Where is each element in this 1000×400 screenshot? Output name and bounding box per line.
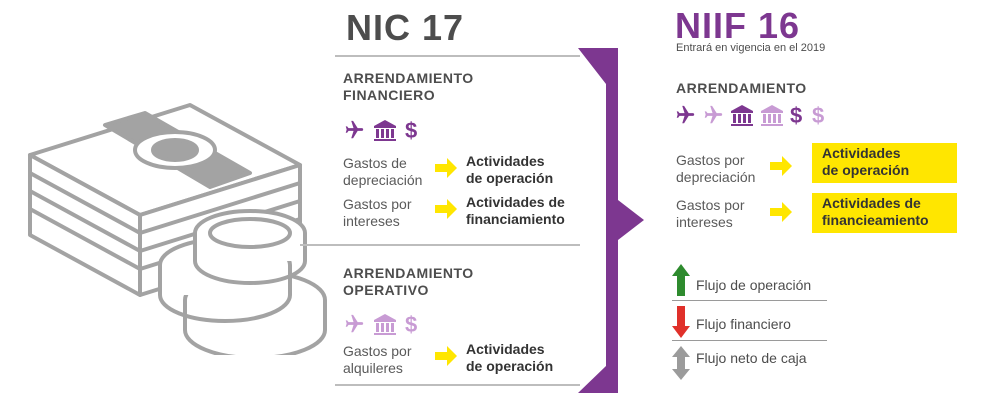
- niif-arrendamiento-title: ARRENDAMIENTO: [676, 80, 807, 96]
- financiero-icons: $: [343, 118, 421, 142]
- dollar-icon: $: [405, 312, 417, 336]
- label-line1: Gastos por: [676, 197, 745, 213]
- green-up-arrow-icon: [672, 264, 690, 296]
- financiero-row2-result: Actividades de financiamiento: [466, 194, 565, 228]
- legend-neto-label: Flujo neto de caja: [696, 350, 807, 366]
- middle-divider: [300, 244, 580, 246]
- legend-divider: [672, 300, 827, 301]
- svg-text:$: $: [405, 118, 417, 142]
- airplane-icon: [704, 105, 723, 124]
- airplane-icon: [345, 120, 364, 139]
- label-line2: intereses: [343, 213, 400, 229]
- legend-financiero-label: Flujo financiero: [696, 316, 791, 332]
- financiero-title-line2: FINANCIERO: [343, 87, 436, 103]
- dollar-icon: $: [405, 118, 417, 142]
- result-line1: Actividades de: [466, 194, 565, 210]
- svg-text:$: $: [812, 103, 824, 127]
- dollar-icon: $: [812, 103, 824, 127]
- result-line2: financiamiento: [466, 211, 565, 227]
- top-divider: [335, 55, 580, 57]
- arrow-right-icon: [770, 156, 792, 176]
- financiero-row1-label: Gastos de depreciación: [343, 155, 422, 189]
- legend-divider: [672, 340, 827, 341]
- building-icon: [761, 105, 783, 126]
- label-line2: depreciación: [676, 169, 756, 185]
- result-line2: de operación: [466, 170, 554, 186]
- arrow-right-icon: [770, 202, 792, 222]
- result-line1: Actividades: [466, 153, 545, 169]
- financiero-row1-result: Actividades de operación: [466, 153, 553, 187]
- result-line1: Actividades: [822, 145, 901, 161]
- operativo-icons: $: [343, 312, 421, 336]
- bottom-divider: [335, 384, 580, 386]
- label-line1: Gastos por: [676, 152, 745, 168]
- operativo-row1-result: Actividades de operación: [466, 341, 553, 375]
- svg-text:$: $: [790, 103, 802, 127]
- label-line2: intereses: [676, 214, 733, 230]
- label-line2: depreciación: [343, 172, 423, 188]
- result-line2: financieamiento: [822, 212, 929, 228]
- airplane-icon: [676, 105, 695, 124]
- legend-operacion-label: Flujo de operación: [696, 277, 812, 293]
- operativo-title-line2: OPERATIVO: [343, 282, 429, 298]
- financiero-title-line1: ARRENDAMIENTO: [343, 70, 474, 86]
- label-line1: Gastos de: [343, 155, 407, 171]
- arrow-right-icon: [435, 346, 457, 366]
- result-line1: Actividades de: [822, 195, 921, 211]
- operativo-title: ARRENDAMIENTO OPERATIVO: [343, 265, 474, 299]
- niif-subtitle: Entrará en vigencia en el 2019: [676, 42, 826, 54]
- label-line1: Gastos por: [343, 343, 412, 359]
- building-icon: [374, 314, 396, 335]
- red-down-arrow-icon: [672, 306, 690, 338]
- building-icon: [731, 105, 753, 126]
- niif-row1-result: Actividades de operación: [812, 143, 957, 183]
- gray-double-arrow-icon: [672, 346, 690, 380]
- money-stack-illustration: [28, 103, 327, 355]
- operativo-row1-label: Gastos por alquileres: [343, 343, 411, 377]
- operativo-title-line1: ARRENDAMIENTO: [343, 265, 474, 281]
- niif-row2-result: Actividades de financieamiento: [812, 193, 957, 233]
- label-line1: Gastos por: [343, 196, 412, 212]
- result-line1: Actividades: [466, 341, 545, 357]
- dollar-icon: $: [790, 103, 802, 127]
- nic-title: NIC 17: [346, 7, 465, 48]
- result-line2: de operación: [466, 358, 554, 374]
- arrow-right-icon: [435, 158, 457, 178]
- niif-row1-label: Gastos por depreciación: [676, 152, 755, 186]
- svg-text:$: $: [405, 312, 417, 336]
- result-line2: de operación: [822, 162, 910, 178]
- building-icon: [374, 120, 396, 141]
- niif-row2-label: Gastos por intereses: [676, 197, 744, 231]
- financiero-title: ARRENDAMIENTO FINANCIERO: [343, 70, 474, 104]
- airplane-icon: [345, 314, 364, 333]
- label-line2: alquileres: [343, 360, 403, 376]
- financiero-row2-label: Gastos por intereses: [343, 196, 411, 230]
- arrow-right-icon: [435, 199, 457, 219]
- transition-bracket: [578, 48, 644, 393]
- niif-icons: $ $: [674, 103, 828, 127]
- niif-title: NIIF 16: [675, 5, 801, 46]
